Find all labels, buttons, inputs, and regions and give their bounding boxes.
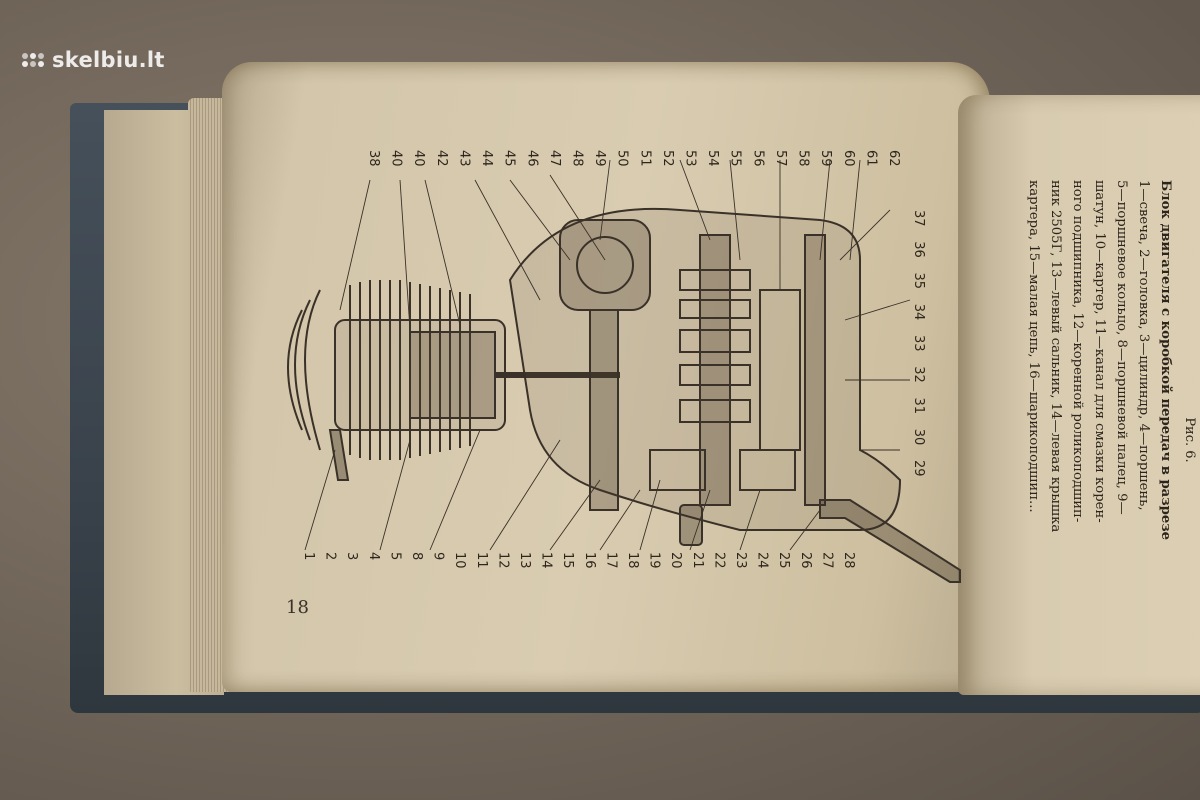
part-label: 56 (750, 150, 765, 167)
part-label: 8 (409, 552, 424, 560)
part-label: 20 (668, 552, 683, 569)
part-label: 2 (323, 552, 338, 560)
watermark: skelbiu.lt (22, 48, 165, 72)
part-label: 40 (389, 150, 404, 167)
caption-body: 1—свеча, 2—головка, 3—цилиндр, 4—поршень… (1022, 180, 1154, 700)
figure-title: Рис. 6. (1182, 417, 1197, 463)
part-label: 42 (434, 150, 449, 167)
part-label: 4 (366, 552, 381, 560)
part-label: 44 (479, 150, 494, 167)
leader-lines (304, 159, 911, 551)
part-label: 43 (456, 150, 471, 167)
labels-right: 37 36 35 34 33 32 31 30 29 (911, 210, 926, 477)
part-label: 54 (705, 150, 720, 167)
part-label: 18 (625, 552, 640, 569)
right-page (958, 95, 1200, 695)
part-label: 38 (366, 150, 381, 167)
crankshaft (589, 309, 619, 511)
part-label: 58 (796, 150, 811, 167)
part-label: 1 (301, 552, 316, 560)
part-label: 16 (582, 552, 597, 569)
kickstart-shaft (804, 234, 826, 506)
part-label: 40 (411, 150, 426, 167)
part-label: 46 (524, 150, 539, 167)
part-label: 30 (911, 429, 926, 446)
crankcase (508, 207, 902, 531)
part-label: 51 (637, 150, 652, 167)
clutch-housing (559, 219, 651, 311)
part-label: 53 (683, 150, 698, 167)
part-label: 5 (387, 552, 402, 560)
caption-line: 5—поршневое кольцо, 8—поршневой палец, 9… (1114, 180, 1129, 515)
part-label: 55 (728, 150, 743, 167)
part-label: 50 (615, 150, 630, 167)
part-label: 52 (660, 150, 675, 167)
part-label: 21 (690, 552, 705, 569)
caption-line: ник 2505Г, 13—левый сальник, 14—левая кр… (1048, 180, 1063, 533)
part-label: 23 (733, 552, 748, 569)
piston (409, 331, 496, 419)
caption-line: картера, 15—малая цепь, 16—шарикоподшип.… (1026, 180, 1041, 513)
part-label: 17 (603, 552, 618, 569)
spark-plug (328, 429, 350, 481)
part-label: 19 (647, 552, 662, 569)
part-label: 3 (344, 552, 359, 560)
part-label: 61 (863, 150, 878, 167)
clutch-hub (576, 236, 634, 294)
part-label: 48 (569, 150, 584, 167)
part-label: 11 (474, 552, 489, 569)
part-label: 32 (911, 366, 926, 383)
figure-caption: Рис. 6. Блок двигателя с коробкой переда… (1000, 180, 1200, 700)
labels-top: 38 40 40 42 43 44 45 46 47 48 49 50 51 52 53 54 55 56 57 58… (366, 150, 901, 167)
gears (649, 269, 801, 491)
dots-logo-icon (22, 53, 44, 67)
part-label: 9 (431, 552, 446, 560)
part-label: 60 (841, 150, 856, 167)
part-label: 62 (886, 150, 901, 167)
part-label: 26 (798, 552, 813, 569)
part-label: 33 (911, 335, 926, 352)
part-label: 10 (452, 552, 467, 569)
part-label: 25 (776, 552, 791, 569)
watermark-text: skelbiu.lt (52, 48, 165, 72)
part-label: 57 (773, 150, 788, 167)
part-label: 34 (911, 304, 926, 321)
kickstart-lever (819, 499, 961, 583)
part-label: 12 (495, 552, 510, 569)
part-label: 49 (592, 150, 607, 167)
part-label: 45 (502, 150, 517, 167)
part-label: 47 (547, 150, 562, 167)
part-label: 29 (911, 460, 926, 477)
part-label: 37 (911, 210, 926, 227)
part-label: 24 (755, 552, 770, 569)
part-label: 27 (819, 552, 834, 569)
part-label: 13 (517, 552, 532, 569)
engine-cutaway-diagram: 3840404243444546474849505152535455565758… (287, 150, 961, 583)
part-label: 28 (841, 552, 856, 569)
gear-pedal (679, 504, 703, 546)
part-label: 59 (818, 150, 833, 167)
part-label: 31 (911, 398, 926, 415)
part-label: 14 (539, 552, 554, 569)
part-label: 35 (911, 273, 926, 290)
caption-line: ного подшипника, 12—коренной роликоподши… (1070, 180, 1085, 523)
caption-line: 1—свеча, 2—головка, 3—цилиндр, 4—поршень… (1136, 180, 1151, 511)
caption-line: шатун, 10—картер, 11—канал для смазки ко… (1092, 180, 1107, 523)
page-number: 18 (286, 597, 309, 618)
caption-heading: Блок двигателя с коробкой передач в разр… (1158, 180, 1173, 541)
part-label: 15 (560, 552, 575, 569)
part-label: 22 (711, 552, 726, 569)
part-label: 36 (911, 241, 926, 258)
